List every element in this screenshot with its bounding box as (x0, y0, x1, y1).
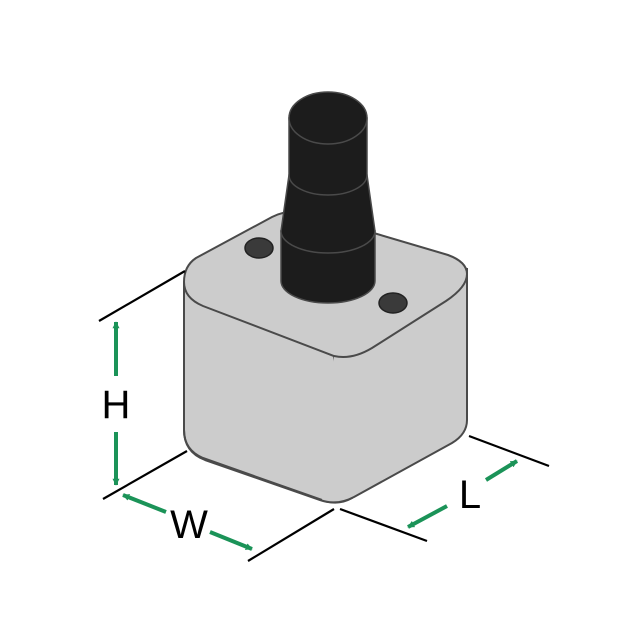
length-extension-back (468, 434, 550, 468)
width-label: W (170, 503, 208, 547)
length-arrow-lower (407, 504, 448, 529)
mounting-hole-left (244, 237, 274, 259)
width-arrow-left (122, 493, 167, 514)
body-front-right-face (322, 268, 467, 503)
width-arrow-right (209, 530, 253, 551)
height-label: H (102, 383, 131, 427)
width-extension-right (247, 508, 335, 562)
shaft (280, 91, 376, 304)
body-silhouette (183, 268, 468, 504)
dimension-lines (98, 270, 550, 562)
height-extension-top (98, 270, 186, 322)
length-arrow-upper (484, 459, 519, 482)
mounting-holes (244, 237, 408, 314)
dimension-labels: H W L (102, 383, 482, 547)
length-extension-front (339, 507, 428, 543)
mounting-hole-right (378, 292, 408, 314)
height-extension-bottom (102, 450, 188, 500)
length-label: L (459, 473, 481, 517)
dimension-arrows (112, 321, 519, 551)
shaft-taper (280, 174, 376, 254)
shaft-top-cap (288, 91, 368, 145)
